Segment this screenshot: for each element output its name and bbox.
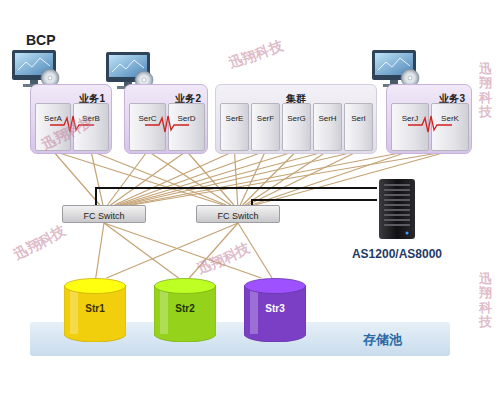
cluster-group: 集群SerESerFSerGSerHSerI [215, 84, 377, 154]
server-box: SerG [282, 103, 311, 151]
control-link [96, 188, 377, 205]
storage-cylinder: Str3 [244, 278, 306, 342]
server-box: SerI [344, 103, 373, 151]
server-box: SerJ [391, 103, 429, 151]
node-text: 存储池 [363, 323, 402, 357]
node-text: SerF [257, 114, 274, 123]
server-box: SerE [220, 103, 249, 151]
node-text: AS1200/AS8000 [352, 247, 442, 261]
business-group: 业务3SerJSerK [386, 84, 472, 154]
heartbeat-pulse [387, 115, 473, 135]
node-text: SerD [177, 114, 195, 123]
node-text: SerG [287, 114, 306, 123]
business-group: 业务2SerCSerD [124, 84, 208, 154]
node-text: SerE [226, 114, 244, 123]
server-box: SerC [129, 103, 166, 151]
watermark: 迅翔科技 [479, 272, 492, 329]
fc-link [255, 151, 450, 205]
storage-cylinder: Str1 [64, 278, 126, 342]
node-text: SerC [138, 114, 156, 123]
fc-link [104, 223, 261, 278]
server-box: SerH [313, 103, 342, 151]
node-text: FC Switch [83, 208, 124, 224]
fc-link [124, 151, 358, 205]
node-text: SerA [44, 114, 62, 123]
server-box: SerK [431, 103, 469, 151]
watermark: 迅翔科技 [195, 239, 253, 279]
fc-link [107, 151, 147, 205]
node-text: SerH [318, 114, 336, 123]
bcp-title: BCP [26, 32, 56, 48]
fc-link [128, 151, 410, 205]
fc-link [114, 151, 234, 205]
node-text: FC Switch [217, 208, 258, 224]
storage-server: AS1200/AS8000 [345, 178, 449, 260]
storage-cylinder: Str2 [154, 278, 216, 342]
fc-link [104, 223, 179, 278]
fc-switch: FC Switch [62, 205, 146, 223]
fc-link [248, 151, 359, 205]
fc-link [96, 223, 104, 278]
node-text: Str3 [265, 303, 284, 314]
node-text: SerI [351, 114, 366, 123]
server-box: SerF [251, 103, 280, 151]
server-tower-icon [377, 178, 417, 240]
node-text: SerK [441, 114, 459, 123]
fc-link [235, 151, 238, 205]
node-text: Str1 [85, 303, 104, 314]
watermark: 迅翔科技 [11, 222, 69, 264]
heartbeat-pulse [125, 115, 209, 135]
node-text: SerJ [402, 114, 418, 123]
watermark: 迅翔科技 [479, 62, 492, 119]
fc-switch: FC Switch [196, 205, 280, 223]
node-text: Str2 [175, 303, 194, 314]
fc-link [122, 151, 328, 205]
watermark: 迅翔科技 [227, 37, 286, 73]
